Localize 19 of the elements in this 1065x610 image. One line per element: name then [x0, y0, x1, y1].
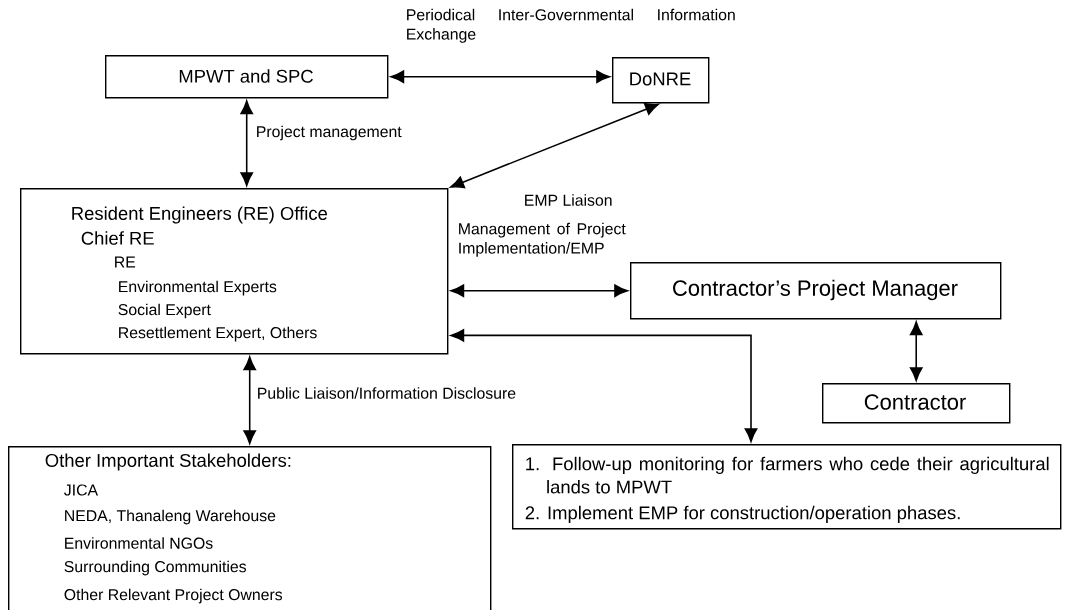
arrow	[243, 356, 256, 444]
manager-box: Contractor’s Project Manager	[630, 262, 1002, 320]
office-box: Resident Engineers (RE) Office Chief RE RE Environmental Experts Social Expert Resettlement Expert, Others	[20, 188, 449, 355]
arrow	[240, 100, 253, 186]
organization-box: MPWT and SPC	[105, 55, 389, 99]
arrow	[909, 321, 923, 381]
stakeholder-box: Other Important Stakeholders: JICA NEDA, Thanaleng Warehouse Environmental NGOs Surrounding Communities Other Relevant Project Owners	[8, 446, 492, 610]
edge-label: Periodical Inter-Governmental Information Exchange	[407, 8, 735, 43]
edge-label: Management of Project Implementation/EMP	[459, 222, 626, 257]
arrow	[450, 103, 659, 189]
organization-box: DoNRE	[612, 57, 710, 104]
edge-label: EMP Liaison	[525, 194, 612, 206]
task-box: 1. Follow-up monitoring for farmers who cede their agricultural lands to MPWT 2. Implement EMP for construction/operation phases.	[512, 444, 1062, 530]
edge-label: Public Liaison/Information Disclosure	[258, 387, 516, 399]
contractor-box: Contractor	[822, 383, 1011, 424]
arrow	[450, 329, 758, 442]
arrow	[450, 284, 628, 298]
edge-label: Project management	[257, 125, 402, 141]
arrow	[390, 70, 610, 84]
